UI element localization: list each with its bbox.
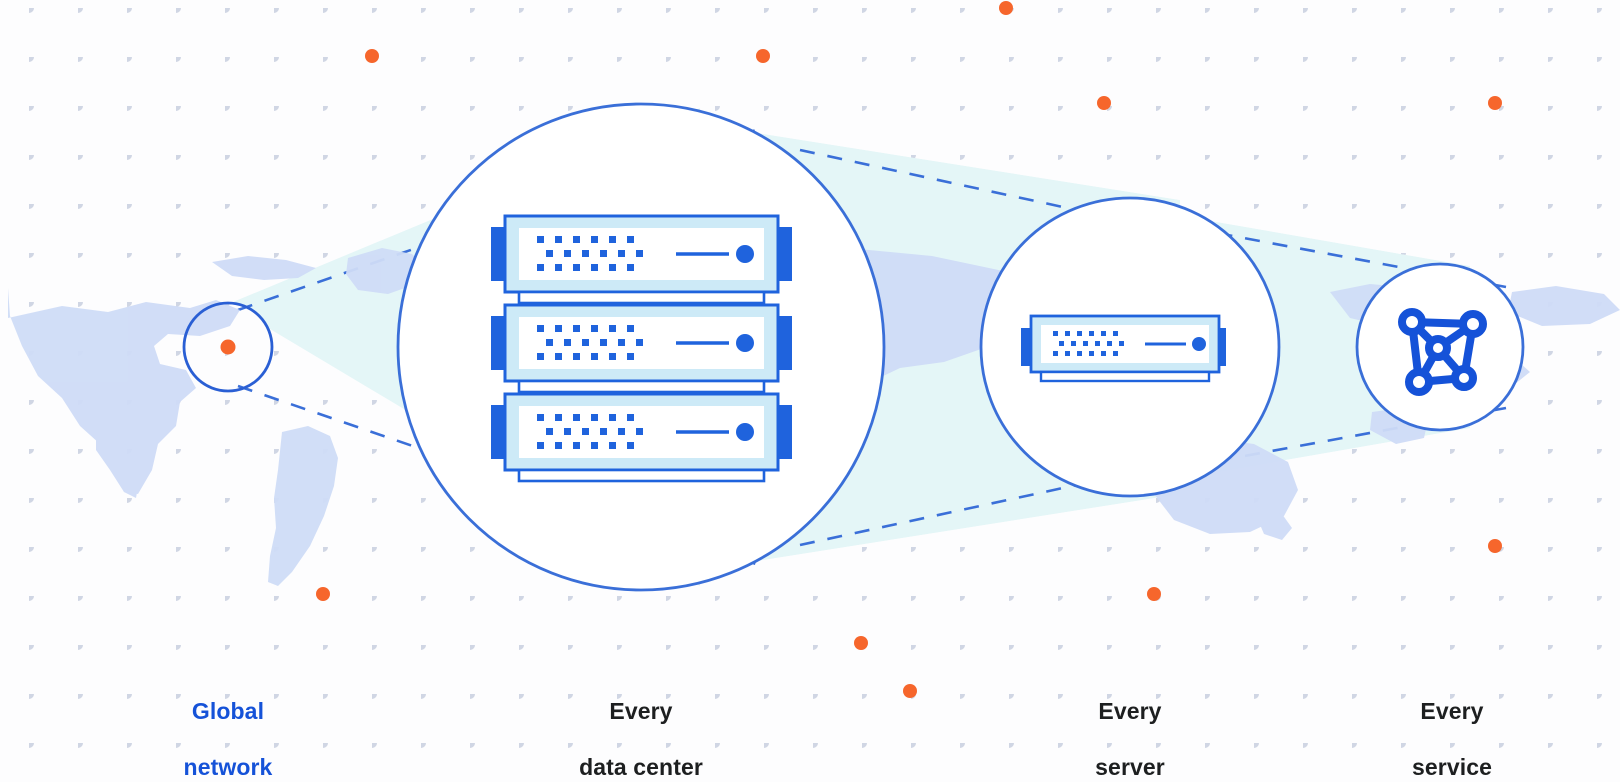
accent-dot-4 [1488, 96, 1502, 110]
server-status-led-2 [736, 334, 754, 352]
server-rack-icon [491, 214, 792, 483]
server-status-led-3 [736, 423, 754, 441]
server-vent-dots-1 [537, 236, 643, 271]
accent-dot-6 [316, 587, 330, 601]
accent-dot-0 [999, 1, 1013, 15]
accent-dot-1 [365, 49, 379, 63]
map-highlight-circle [182, 301, 274, 393]
map-location-marker-icon [220, 339, 236, 355]
network-node-bottom-right [1451, 365, 1477, 391]
server-unit-1 [491, 214, 792, 305]
server-unit-2 [491, 303, 792, 394]
accent-dot-5 [1488, 539, 1502, 553]
server-vent-dots-3 [537, 414, 643, 449]
server-vent-dots-2 [537, 325, 643, 360]
network-node-center [1425, 335, 1451, 361]
server-status-led-1 [736, 245, 754, 263]
network-nodes-icon [1398, 308, 1487, 396]
server-vent-dots-single [1053, 331, 1124, 356]
server-unit-icon [1021, 314, 1226, 383]
network-node-group [1398, 308, 1487, 396]
accent-dot-2 [756, 49, 770, 63]
accent-dot-3 [1097, 96, 1111, 110]
server-status-led-single [1192, 337, 1206, 351]
server-unit-3 [491, 392, 792, 483]
accent-dot-8 [854, 636, 868, 650]
network-node-top-right [1459, 310, 1487, 338]
accent-dot-9 [903, 684, 917, 698]
accent-dot-group [316, 1, 1502, 698]
network-node-bottom-left [1405, 368, 1433, 396]
network-node-top-left [1398, 308, 1426, 336]
accent-dot-7 [1147, 587, 1161, 601]
